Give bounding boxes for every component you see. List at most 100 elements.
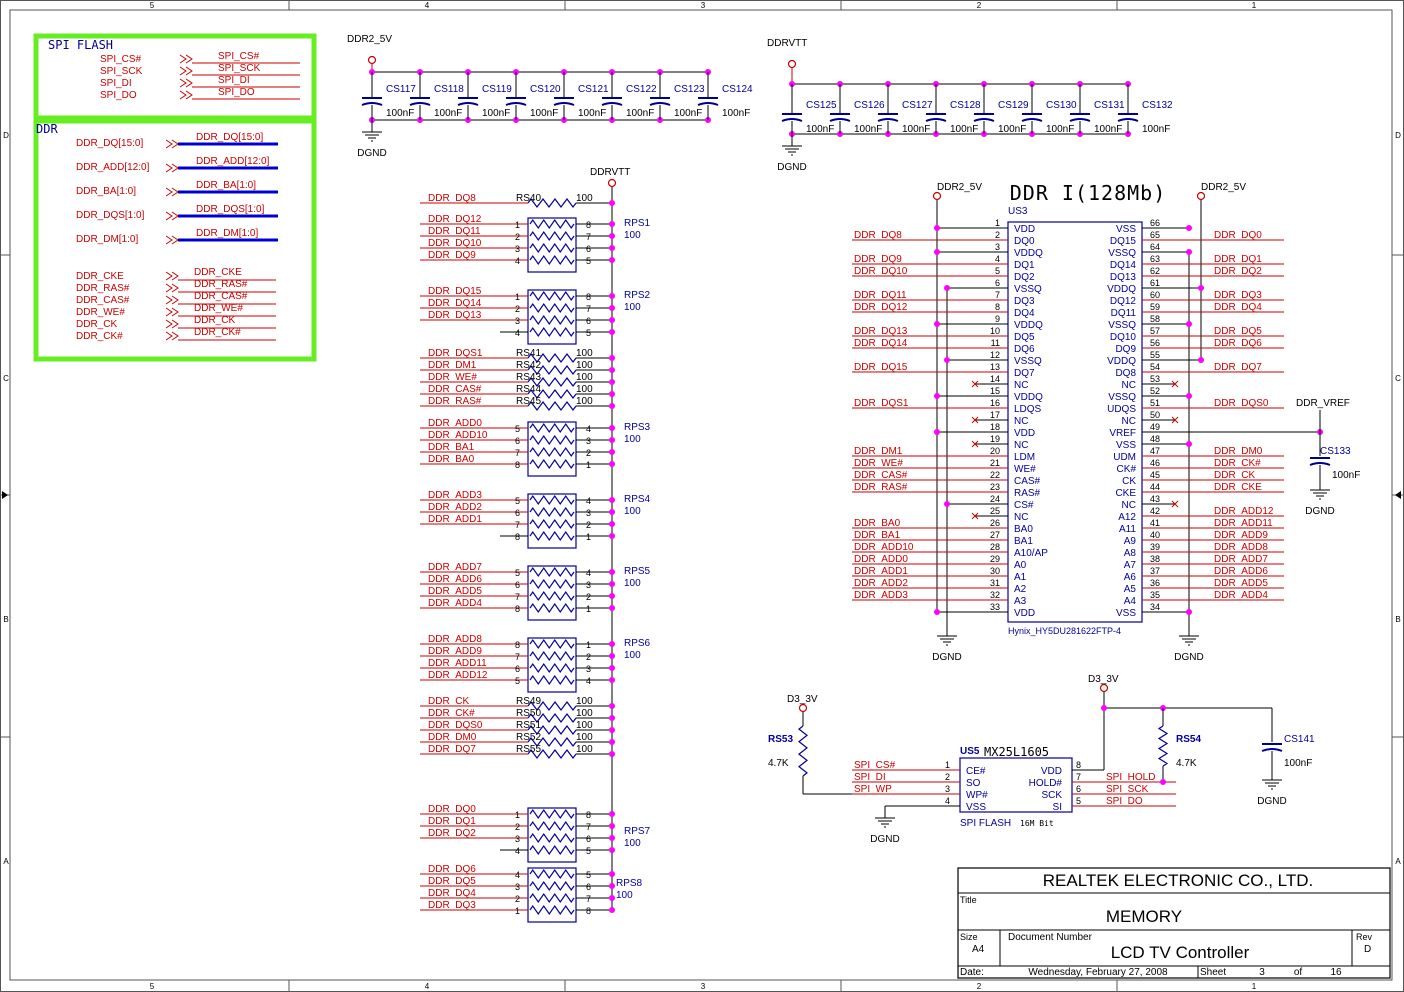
pin-name: A11 (1119, 524, 1136, 535)
net-label: DDR_DM0 (1214, 446, 1263, 457)
junction-dot (609, 200, 615, 206)
pin-name: A12 (1118, 512, 1136, 523)
ddr-ctrl-port-label: DDR_CAS# (76, 295, 130, 306)
pin-name: RAS# (1014, 488, 1041, 499)
junction-dot (609, 509, 615, 515)
junction-dot (609, 665, 615, 671)
junction-dot (1186, 225, 1192, 231)
capacitor-icon (829, 118, 851, 122)
pin-number: 31 (990, 578, 1000, 588)
ddr-ctrl-net-label: DDR_CKE (194, 267, 242, 278)
resistor-icon (527, 701, 577, 711)
spi-net-label: SPI_DI (218, 75, 250, 86)
pin-number: 4 (586, 568, 591, 578)
pin-number: 54 (1150, 362, 1160, 372)
junction-dot (609, 727, 615, 733)
junction-dot (609, 425, 615, 431)
no-connect-icon (1171, 416, 1179, 424)
junction-dot (609, 715, 615, 721)
net-label: DDR_ADD11 (428, 658, 487, 669)
junction-dot (1186, 441, 1192, 447)
net-label: DDR_ADD12 (1214, 506, 1274, 517)
junction-dot (609, 521, 615, 527)
zone-label: 3 (701, 1, 706, 10)
ground-label: DGND (777, 162, 806, 173)
port-arrow-icon (165, 283, 179, 293)
resistor-icon (529, 434, 575, 446)
pin-number: 48 (1150, 434, 1160, 444)
pin-number: 8 (515, 604, 520, 614)
flash-chip-body (959, 757, 1073, 813)
pin-name: DQ14 (1110, 260, 1137, 271)
ddr-box-title: DDR (36, 122, 58, 136)
resistor-pack-ref: RPS3 (624, 422, 651, 433)
resistor-value: 100 (576, 744, 593, 755)
resistor-icon (527, 749, 577, 759)
capacitor-ref: CS129 (998, 100, 1029, 111)
pin-number: 51 (1150, 398, 1160, 408)
junction-dot (944, 285, 950, 291)
document-number: LCD TV Controller (1111, 943, 1250, 962)
spi-port-label: SPI_DO (100, 90, 137, 101)
pin-name: VDD (1041, 766, 1062, 777)
pin-name: VDDQ (1014, 392, 1043, 403)
ground-label: DGND (1174, 652, 1203, 663)
capacitor-ref: CS131 (1094, 100, 1125, 111)
pin-number: 8 (515, 460, 520, 470)
pin-number: 6 (586, 834, 591, 844)
junction-dot (609, 437, 615, 443)
pin-name: CAS# (1014, 476, 1041, 487)
pin-name: A6 (1124, 572, 1137, 583)
resistor-ref: RS49 (516, 696, 541, 707)
ddr-ctrl-port-label: DDR_RAS# (76, 283, 130, 294)
pin-number: 61 (1150, 278, 1160, 288)
pin-number: 65 (1150, 230, 1160, 240)
title-label: Title (960, 895, 977, 905)
pin-number: 37 (1150, 566, 1160, 576)
pin-number: 6 (515, 580, 520, 590)
resistor-icon (529, 446, 575, 458)
junction-dot (609, 569, 615, 575)
pin-number: 1 (515, 906, 520, 916)
capacitor-ref: CS117 (386, 84, 416, 95)
pin-number: 9 (995, 314, 1000, 324)
pin-number: 63 (1150, 254, 1160, 264)
pin-name: VDDQ (1107, 356, 1136, 367)
net-label: DDR_DM1 (854, 446, 903, 457)
pin-number: 2 (586, 448, 591, 458)
net-label: SPI_DO (1106, 796, 1143, 807)
arrow-left-icon (1395, 491, 1401, 499)
junction-dot (609, 403, 615, 409)
junction-dot (609, 379, 615, 385)
capacitor-value: 100nF (1142, 124, 1170, 135)
port-arrow-icon (165, 331, 179, 341)
resistor-pack-ref: RPS5 (624, 566, 651, 577)
resistor-value: 100 (576, 708, 593, 719)
pin-name: BA1 (1014, 536, 1033, 547)
net-label: DDR_DM0 (428, 732, 477, 743)
net-label: DDR_DQ6 (1214, 338, 1262, 349)
spi-net-label: SPI_DO (218, 87, 255, 98)
resistor-icon (527, 389, 577, 399)
capacitor-value: 100nF (434, 108, 462, 119)
zone-label: C (1395, 374, 1401, 383)
no-connect-icon (1171, 380, 1179, 388)
resistor-value: 100 (576, 193, 593, 204)
resistor-ref: RS50 (516, 708, 541, 719)
resistor-icon (529, 832, 575, 844)
docnum-label: Document Number (1008, 932, 1093, 943)
arrow-right-icon (2, 491, 8, 499)
pin-number: 2 (515, 822, 520, 832)
pin-number: 8 (995, 302, 1000, 312)
capacitor-value: 100nF (902, 124, 930, 135)
net-label: DDR_ADD7 (428, 562, 482, 573)
pin-name: DQ12 (1110, 296, 1137, 307)
pin-number: 6 (995, 278, 1000, 288)
capacitor-value: 100nF (1046, 124, 1074, 135)
pin-name: A1 (1014, 572, 1027, 583)
port-arrow-icon (179, 54, 193, 64)
date-value: Wednesday, February 27, 2008 (1028, 967, 1168, 978)
port-arrow-icon (165, 139, 179, 149)
net-label: DDR_ADD11 (1214, 518, 1273, 529)
pin-name: DQ1 (1014, 260, 1035, 271)
